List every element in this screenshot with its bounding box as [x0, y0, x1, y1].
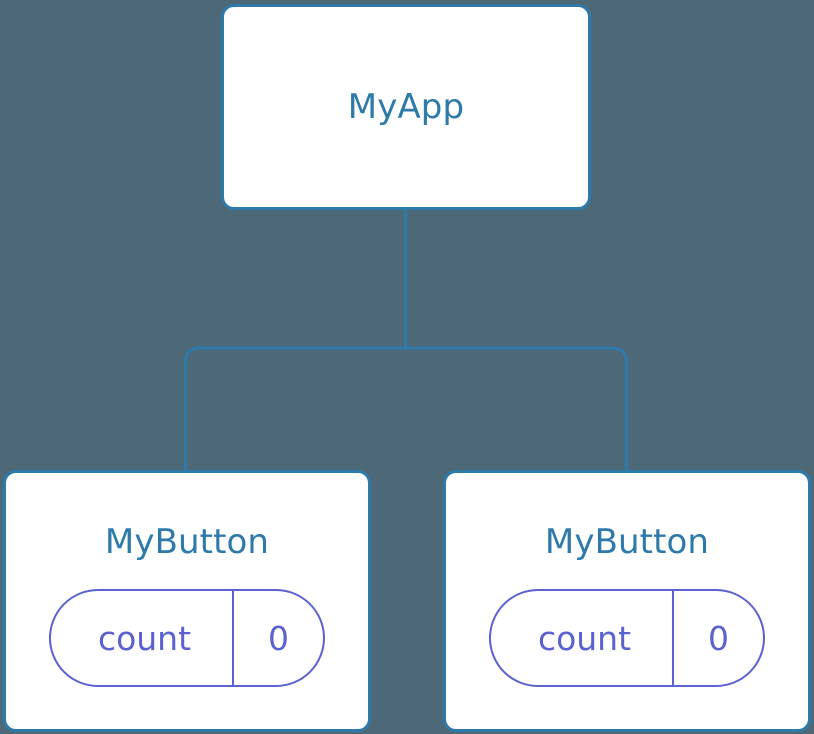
state-value: 0: [672, 591, 763, 685]
edge-root-to-child-0: [184, 346, 406, 470]
component-node-mybutton-right[interactable]: MyButton count 0: [443, 470, 811, 732]
component-node-title: MyButton: [104, 522, 270, 562]
state-key: count: [97, 618, 192, 658]
component-node-myapp[interactable]: MyApp: [221, 4, 591, 210]
state-key: count: [537, 618, 632, 658]
state-value: 0: [232, 591, 323, 685]
component-node-title: MyApp: [347, 87, 465, 127]
state-pill[interactable]: count 0: [49, 589, 325, 687]
component-node-title: MyButton: [544, 522, 710, 562]
component-node-mybutton-left[interactable]: MyButton count 0: [3, 470, 371, 732]
edge-root-to-child-1: [405, 346, 628, 470]
state-pill[interactable]: count 0: [489, 589, 765, 687]
